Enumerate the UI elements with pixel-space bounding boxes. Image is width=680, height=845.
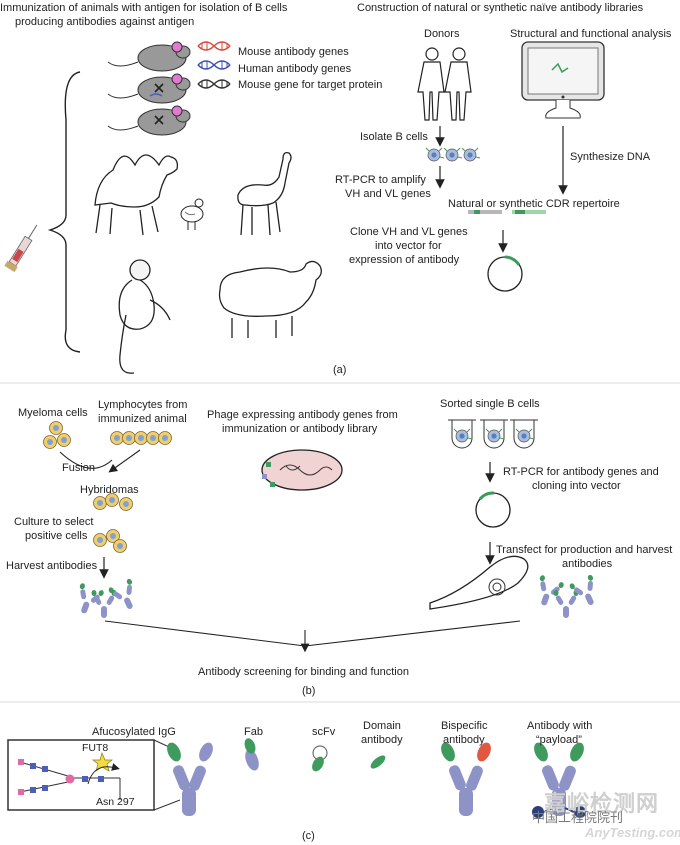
legend-human-genes: Human antibody genes	[238, 63, 352, 75]
fab-label: Fab	[244, 726, 263, 738]
clone-line3: expression of antibody	[349, 254, 460, 266]
dna-icon	[197, 41, 231, 51]
antibody-icon	[531, 574, 604, 618]
rtpcr-line1: RT-PCR to amplify	[335, 174, 426, 186]
lymph-line1: Lymphocytes from	[98, 399, 188, 411]
synthesize-label: Synthesize DNA	[570, 151, 651, 163]
bispecific-line2: antibody	[443, 734, 485, 746]
isolate-label: Isolate B cells	[360, 131, 428, 143]
hybridomas-label: Hybridomas	[80, 484, 139, 496]
culture-line2: positive cells	[25, 530, 88, 542]
domain-line1: Domain	[363, 720, 401, 732]
antibody-icon	[312, 745, 328, 772]
culture-line1: Culture to select	[14, 516, 94, 528]
panel-c-label: (c)	[302, 830, 315, 842]
mouse-icon	[107, 41, 191, 72]
phage-line1: Phage expressing antibody genes from	[207, 409, 398, 421]
fusion-label: Fusion	[62, 462, 96, 474]
panel-a-label: (a)	[333, 364, 347, 376]
plasmid-icon	[475, 491, 511, 528]
antibody-icon	[532, 742, 586, 818]
camel-icon	[94, 154, 179, 236]
rtpcr-b-line2: cloning into vector	[532, 480, 621, 492]
antibody-icon	[244, 738, 259, 771]
harvest-label: Harvest antibodies	[6, 560, 98, 572]
transfect-line1: Transfect for production and harvest	[496, 544, 673, 556]
myeloma-label: Myeloma cells	[18, 407, 88, 419]
antibody-icon	[71, 578, 143, 618]
rtpcr-line2: VH and VL genes	[345, 188, 431, 200]
scfv-label: scFv	[312, 726, 336, 738]
human-icon	[417, 47, 445, 121]
phage-line2: immunization or antibody library	[222, 423, 378, 435]
chicken-icon	[180, 198, 204, 230]
cell-icon	[448, 419, 538, 449]
plasmid-icon	[487, 255, 523, 292]
monkey-icon	[118, 259, 171, 374]
watermark-journal: 中国工程院院刊	[532, 810, 624, 825]
asn-label: Asn 297	[96, 796, 135, 808]
mouse-icon	[107, 73, 191, 104]
dna-icon	[197, 79, 231, 89]
payload-line2: “payload”	[536, 734, 582, 746]
legend-mouse-genes: Mouse antibody genes	[238, 46, 349, 58]
antibody-icon	[441, 742, 491, 816]
cell-icon	[429, 555, 529, 610]
sheep-icon	[218, 260, 322, 338]
syringe-icon	[4, 224, 38, 273]
repertoire-label: Natural or synthetic CDR repertoire	[448, 198, 620, 210]
human-icon	[444, 47, 472, 121]
left-title-line1: Immunization of animals with antigen for…	[0, 2, 288, 14]
llama-icon	[237, 151, 292, 236]
glycan-chain	[18, 759, 121, 800]
screening-label: Antibody screening for binding and funct…	[198, 666, 409, 678]
dna-icon	[197, 60, 231, 70]
bispecific-line1: Bispecific	[441, 720, 488, 732]
sorted-label: Sorted single B cells	[440, 398, 540, 410]
left-title-line2: producing antibodies against antigen	[15, 16, 195, 28]
fut8-label: FUT8	[82, 742, 109, 754]
computer-icon	[521, 41, 605, 119]
phage-icon	[261, 449, 343, 491]
watermark-url: AnyTesting.com	[585, 825, 680, 840]
clone-line2: into vector for	[375, 240, 442, 252]
legend-target-gene: Mouse gene for target protein	[238, 79, 383, 91]
watermark-text: 嘉峪检测网	[544, 791, 660, 816]
payload-line1: Antibody with	[527, 720, 593, 732]
afucosylated-label: Afucosylated IgG	[92, 726, 176, 738]
rtpcr-b-line1: RT-PCR for antibody genes and	[503, 466, 659, 478]
transfect-line2: antibodies	[562, 558, 613, 570]
antibody-icon	[167, 742, 213, 816]
right-title: Construction of natural or synthetic naï…	[357, 2, 644, 14]
clone-line1: Clone VH and VL genes	[350, 226, 468, 238]
antibody-icon	[370, 755, 386, 769]
lymph-line2: immunized animal	[98, 413, 187, 425]
mouse-icon	[107, 105, 191, 136]
donors-label: Donors	[424, 28, 460, 40]
panel-b-label: (b)	[302, 685, 316, 697]
domain-line2: antibody	[361, 734, 403, 746]
structural-label: Structural and functional analysis	[510, 28, 672, 40]
